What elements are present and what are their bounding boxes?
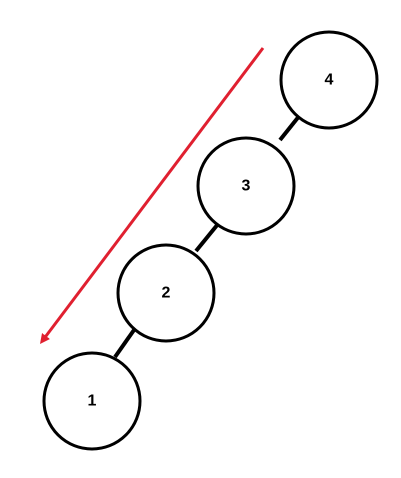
edge-3-2 [194,222,220,253]
node-label-4: 4 [325,72,334,89]
node-label-2: 2 [162,285,171,302]
node-label-1: 1 [88,393,97,410]
node-label-3: 3 [242,178,251,195]
edge-4-3 [278,113,302,142]
tree-node-4: 4 [279,30,379,130]
edge-2-1 [113,328,136,359]
tree-node-1: 1 [42,351,142,451]
tree-node-2: 2 [116,243,216,343]
tree-node-3: 3 [196,136,296,236]
direction-arrow [39,47,265,344]
